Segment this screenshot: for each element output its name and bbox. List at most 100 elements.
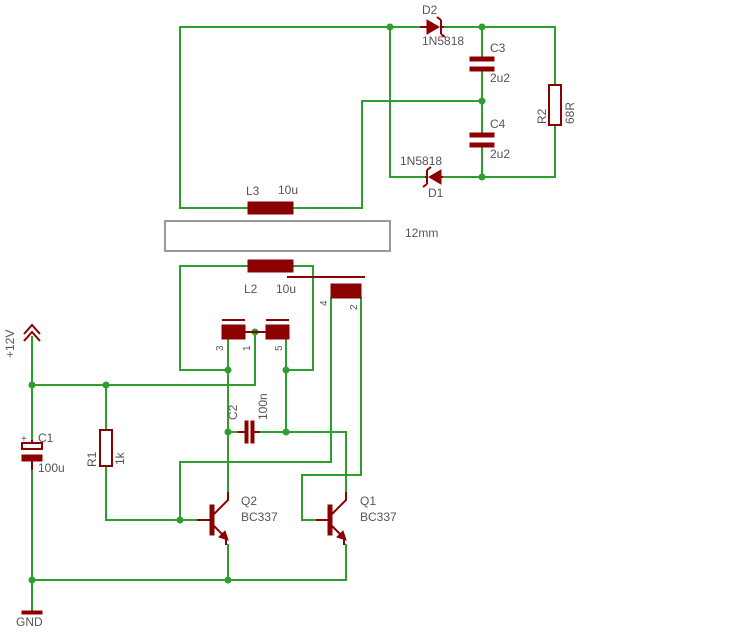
c4-name-label: C4 [490,117,506,131]
c3-value-label: 2u2 [490,71,510,85]
r1-body [99,429,113,467]
pin-1-label: 1 [242,345,253,351]
resistor-r1: R1 1k [85,429,127,467]
pin-5-label: 5 [274,345,285,351]
q2-emitter-arrow [218,530,229,541]
l2-body [247,259,294,273]
l3-body [247,201,294,215]
wire [31,544,347,581]
supply-vcc: +12V [3,323,41,358]
r1-value-label: 1k [113,451,127,465]
transformer-windings: 4 2 3 1 5 [215,283,362,351]
c3-plate [469,66,495,72]
c2-plate [244,420,249,444]
junction-dot [102,381,110,389]
wire [179,297,332,521]
capacitor-c3: C3 2u2 [469,41,510,85]
d2-value-label: 1N5818 [422,34,464,48]
gap-rectangle [164,220,391,252]
wire [301,297,362,521]
r2-name-label: R2 [535,108,549,124]
wire [31,331,256,386]
gap-outline: 12mm [164,220,438,252]
c1-plus-sign: + [21,434,27,445]
l2-name-label: L2 [244,282,258,296]
winding-5 [265,324,290,340]
junction-dot [478,173,486,181]
diode-d2-body [426,19,440,35]
l3-name-label: L3 [246,184,260,198]
pin-4-label: 4 [319,300,330,306]
supply-gnd: GND [16,610,43,629]
c1-value-label: 100u [38,461,65,475]
junctions [28,23,486,584]
junction-dot [224,428,232,436]
junction-dot [282,428,290,436]
q1-collector [331,492,347,515]
junction-dot [386,23,394,31]
c2-plate [250,420,255,444]
junction-dot [282,366,290,374]
wire [105,465,198,521]
inductor-l3: L3 10u [246,183,298,215]
vcc-label: +12V [3,330,17,358]
d1-name-label: D1 [428,186,444,200]
c2-value-label: 100n [256,393,270,420]
winding-4-2 [330,283,362,299]
winding-3-1 [221,324,246,340]
wire [179,26,249,209]
junction-dot [224,366,232,374]
c4-plate [469,142,495,148]
vcc-arrow-icon [23,323,41,342]
c4-value-label: 2u2 [490,147,510,161]
q2-base-bar [209,504,215,536]
q1-name-label: Q1 [360,494,376,508]
wire [292,100,483,209]
q1-emitter-arrow [336,530,347,541]
wires [31,26,556,613]
d1-value-label: 1N5818 [400,154,442,168]
resistor-r2: R2 68R [535,84,577,126]
gap-label: 12mm [405,226,438,240]
q2-value-label: BC337 [241,510,278,524]
gnd-label: GND [16,615,43,629]
junction-dot [28,381,36,389]
transistor-q2: Q2 BC337 [197,492,278,545]
wire [179,265,249,371]
r2-body [548,84,562,126]
junction-dot [478,97,486,105]
r2-value-label: 68R [563,102,577,124]
diode-d1: 1N5818 D1 [400,154,444,200]
c1-name-label: C1 [38,431,54,445]
capacitor-c1: + C1 100u [21,431,65,475]
ground-icon [21,610,43,615]
r1-name-label: R1 [85,451,99,467]
pin-3-label: 3 [215,345,226,351]
capacitor-c2: C2 100n [226,393,270,444]
diode-d1-body [428,169,442,185]
c4-plate [469,132,495,138]
l3-value-label: 10u [278,183,298,197]
junction-dot [224,576,232,584]
wire [285,431,347,493]
c3-name-label: C3 [490,41,506,55]
q1-value-label: BC337 [360,510,397,524]
pin-2-label: 2 [349,304,360,310]
inductor-l2: L2 10u [244,259,365,296]
c2-name-label: C2 [226,404,240,420]
junction-dot [28,576,36,584]
wire [389,26,426,178]
l2-value-label: 10u [276,282,296,296]
q2-name-label: Q2 [241,494,257,508]
c3-plate [469,56,495,62]
wire [285,265,314,371]
q2-collector [213,492,229,515]
d2-name-label: D2 [422,3,438,17]
junction-dot [176,516,184,524]
capacitor-c4: C4 2u2 [469,117,510,161]
junction-dot [478,23,486,31]
q1-base-bar [327,504,333,536]
transistor-q1: Q1 BC337 [316,492,397,545]
diode-d2: D2 1N5818 [420,3,464,48]
